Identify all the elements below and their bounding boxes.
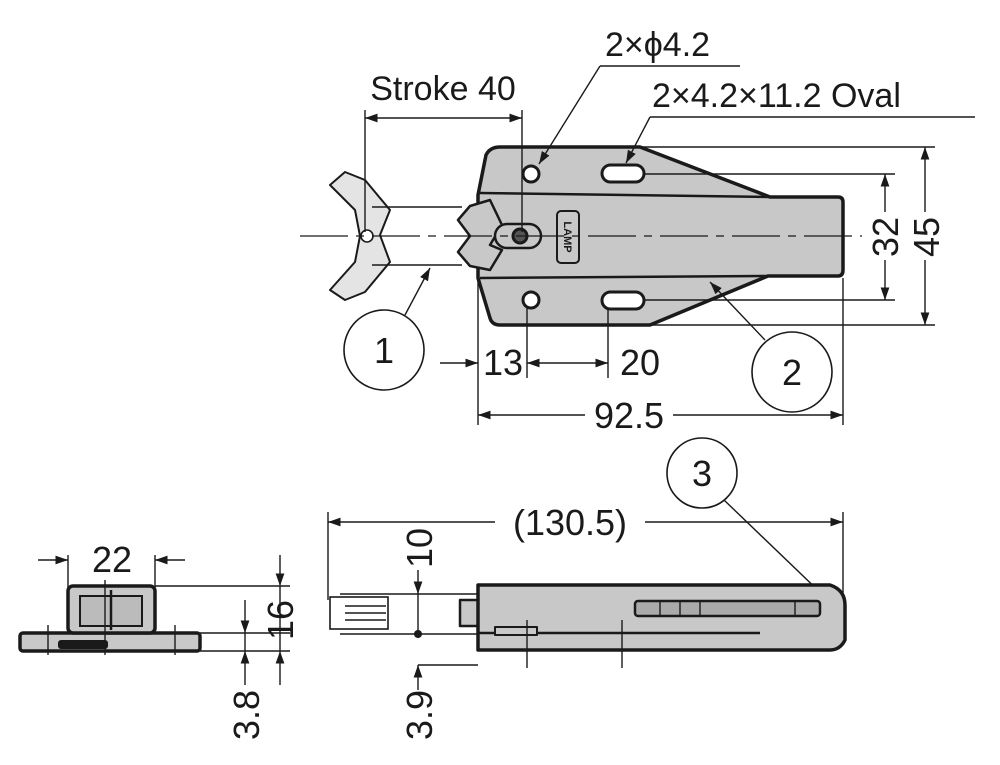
callout-2: [751, 331, 833, 413]
callout-3-label: 3: [692, 453, 712, 494]
dim-10: 10: [399, 528, 440, 568]
hole-label: 2×ϕ4.2: [605, 26, 710, 64]
end-view: 22 16 3.8: [18, 539, 301, 740]
logo-text: LAMP: [561, 221, 573, 252]
dim-20: 20: [620, 342, 660, 383]
dim-3-8: 3.8: [226, 690, 267, 740]
mount-hole-top: [521, 164, 541, 184]
side-view: 3 (130.5) 10 3.9: [327, 437, 847, 740]
callout-1-label: 1: [374, 330, 394, 371]
base-plate: [18, 631, 202, 653]
dim-22: 22: [92, 539, 132, 580]
dim-16: 16: [260, 600, 301, 640]
callout-1: [343, 309, 425, 391]
oval-slot-top: [600, 163, 646, 184]
logo-plate: [556, 210, 580, 264]
mount-hole-bottom: [521, 290, 541, 310]
dim-32: 32: [865, 217, 906, 257]
dim-92-5: 92.5: [594, 395, 664, 436]
oval-label: 2×4.2×11.2 Oval: [652, 77, 901, 115]
callout-3: [666, 437, 738, 509]
top-view: LAMP Stroke 40 2×ϕ4.2 2×4.2×11.2 Oval 32…: [300, 26, 975, 436]
dim-3-9: 3.9: [399, 690, 440, 740]
dim-130-5: (130.5): [513, 502, 627, 543]
callout-2-label: 2: [782, 352, 802, 393]
oval-slot-bottom: [600, 290, 646, 311]
latch-body-side: [476, 583, 847, 652]
dim-45: 45: [906, 217, 947, 257]
stroke-label: Stroke 40: [370, 70, 516, 108]
dim-13: 13: [483, 342, 523, 383]
